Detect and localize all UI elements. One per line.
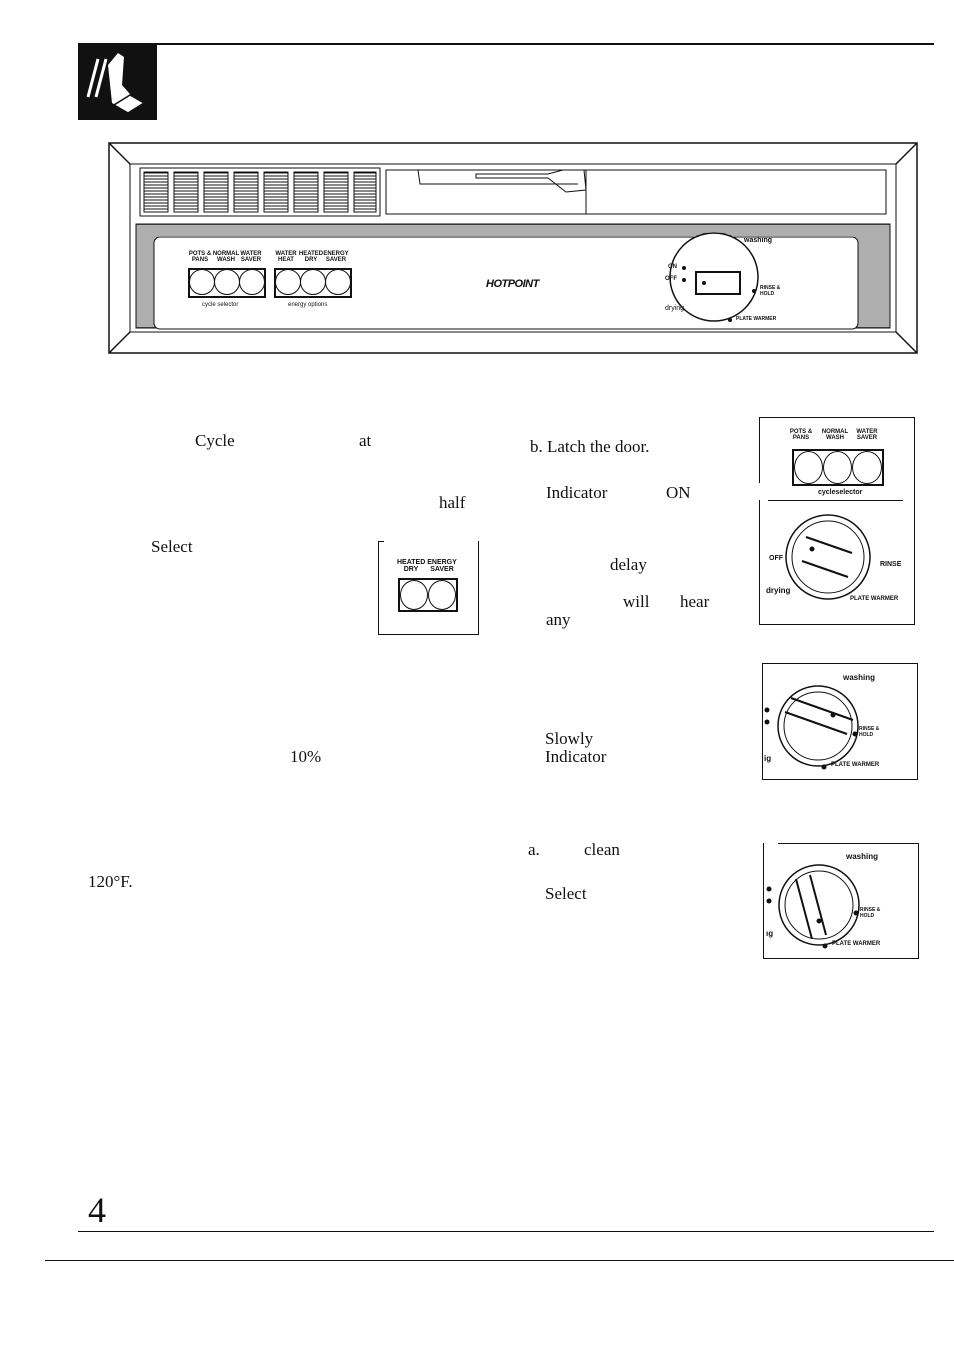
heated-dry-button[interactable]: [300, 269, 326, 295]
cycle-selector-buttons: [188, 268, 266, 298]
text-delay: delay: [610, 555, 647, 574]
bottom-rule: [45, 1260, 954, 1261]
inset-dial3-plate-warmer: PLATE WARMER: [832, 941, 881, 947]
text-indicator-2: Indicator: [545, 747, 607, 766]
inset-pots-pans-button[interactable]: [794, 451, 823, 484]
text-temperature: 120°F.: [88, 872, 133, 891]
text-at: at: [359, 431, 372, 450]
text-clean: clean: [584, 840, 620, 859]
inset-dial3-washing: washing: [846, 852, 879, 861]
water-heat-button[interactable]: [275, 269, 301, 295]
text-half: half: [439, 493, 466, 512]
energy-options-buttons: [274, 268, 352, 298]
dial-inset-2: washing RINSE & HOLD PLATE WARMER ig: [762, 663, 918, 780]
inset-dial2-rinse-hold: RINSE & HOLD: [859, 726, 880, 738]
inset-dial1-off: OFF: [769, 555, 783, 562]
header-rule: [78, 43, 934, 45]
text-select-2: Select: [545, 884, 587, 903]
inset-pots-pans-label: POTS &PANS: [789, 429, 813, 441]
water-saver-button[interactable]: [239, 269, 265, 295]
text-any: any: [546, 610, 571, 629]
text-will: will: [623, 592, 650, 611]
text-slowly: Slowly: [545, 729, 594, 748]
inset-dial3-drying-fragment: ıg: [766, 929, 774, 938]
page-number: 4: [88, 1190, 106, 1230]
text-cycle: Cycle: [195, 431, 235, 450]
inset-dial1-drying: drying: [766, 586, 791, 595]
brand-logo: HOTPOINT: [486, 278, 539, 290]
inset-dial1-rinse: RINSE: [880, 561, 902, 568]
text-on: ON: [666, 483, 691, 502]
inset-cycle-buttons: [792, 449, 884, 486]
inset-heated-dry-button[interactable]: [400, 580, 428, 610]
text-select: Select: [151, 537, 193, 556]
inset-dial2-plate-warmer: PLATE WARMER: [831, 762, 880, 768]
text-ten-percent: 10%: [290, 747, 322, 766]
dial-rinse-hold-label: RINSE & HOLD: [760, 285, 781, 297]
normal-wash-button[interactable]: [214, 269, 240, 295]
inset-dial2-drying-fragment: ig: [764, 754, 772, 763]
footer-rule: [78, 1231, 934, 1232]
pots-pans-label: POTS &PANS: [188, 251, 212, 263]
inset-dial1-plate-warmer: PLATE WARMER: [850, 596, 899, 602]
inset-dial2-washing: washing: [843, 673, 876, 682]
inset-water-saver-button[interactable]: [852, 451, 882, 484]
dial-washing-label: washing: [744, 237, 773, 244]
cycle-selector-caption: cycle selector: [202, 302, 239, 308]
hand-press-icon: [78, 45, 157, 120]
text-hear: hear: [680, 592, 710, 611]
dial-inset-3: washing RINSE & HOLD PLATE WARMER ıg: [763, 843, 919, 959]
inset-dial3-rinse-hold: RINSE & HOLD: [860, 907, 881, 919]
energy-saver-button[interactable]: [325, 269, 351, 295]
text-latch-door: b. Latch the door.: [530, 437, 650, 456]
dial-drying-label: drying: [665, 305, 685, 312]
inset-normal-wash-button[interactable]: [823, 451, 852, 484]
dial-plate-warmer-label: PLATE WARMER: [736, 316, 777, 322]
inset-energy-saver-button[interactable]: [428, 580, 456, 610]
dial-off-label: OFF: [665, 276, 677, 282]
pots-pans-button[interactable]: [189, 269, 215, 295]
inset-cycle-caption: cycleselector: [818, 489, 863, 496]
dial-on-label: ON: [668, 264, 677, 270]
energy-options-caption: energy options: [288, 302, 328, 308]
text-indicator: Indicator: [546, 483, 608, 502]
inset-option-buttons: [398, 578, 458, 612]
cycle-dial[interactable]: [670, 233, 758, 321]
text-a: a.: [528, 840, 540, 859]
